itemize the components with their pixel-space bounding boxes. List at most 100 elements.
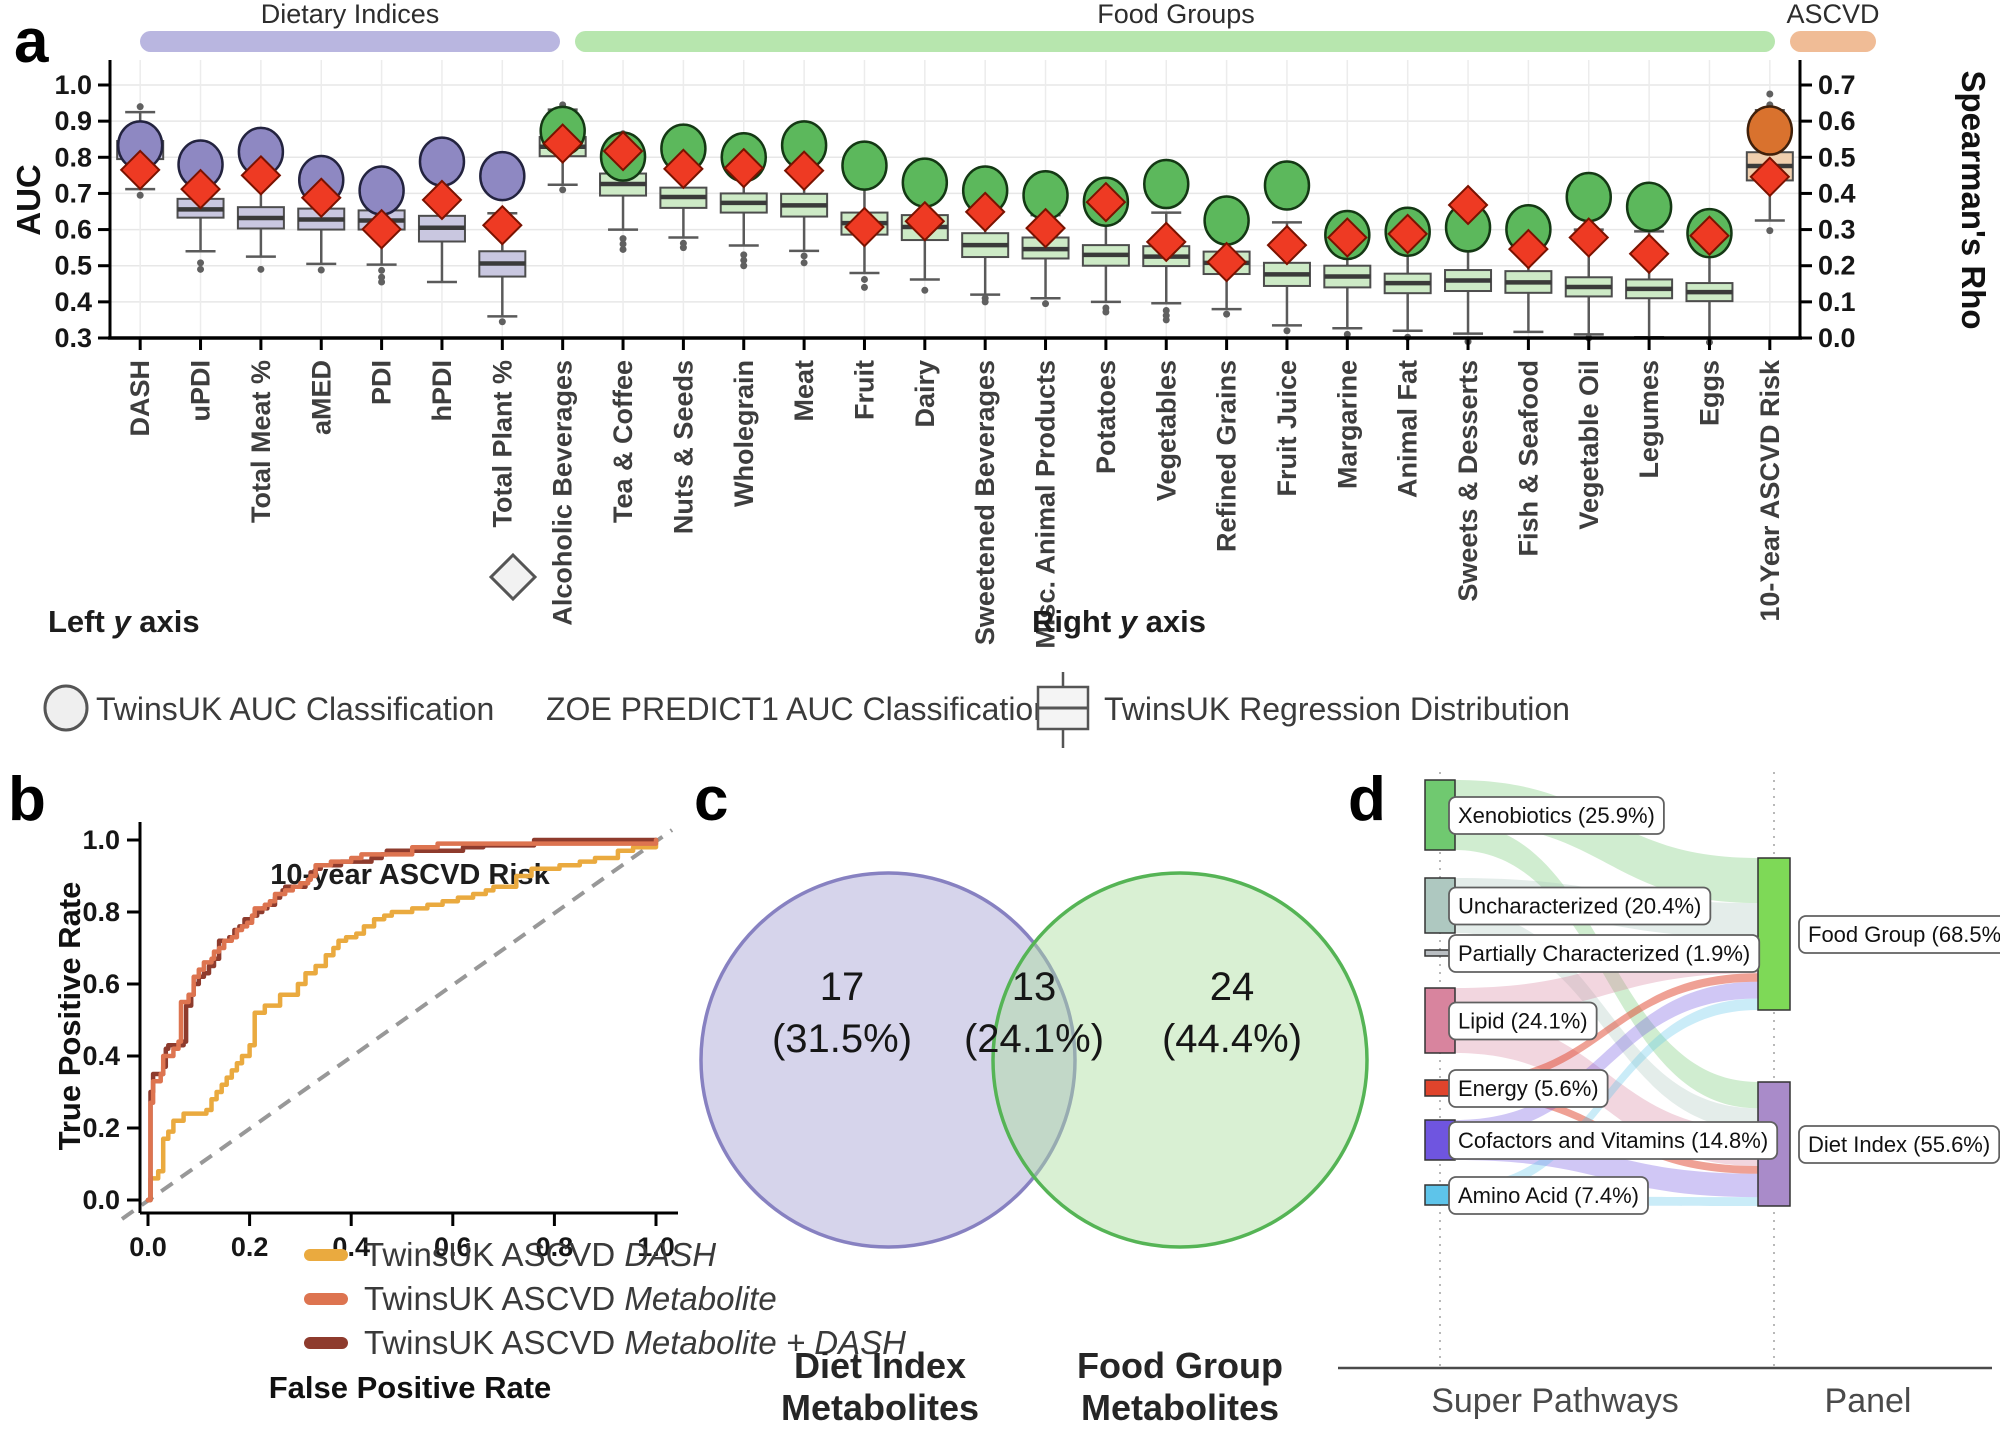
twinsuk-auc-circle xyxy=(1746,105,1794,156)
outlier-dot xyxy=(679,239,687,247)
outlier-dot xyxy=(378,273,386,281)
x-category-label: uPDI xyxy=(186,360,216,422)
sankey-node-label-box xyxy=(1798,1125,2000,1164)
boxplot-column xyxy=(659,123,708,252)
twinsuk-auc-circle xyxy=(1203,195,1250,246)
zoe-auc-diamond xyxy=(783,150,825,192)
twinsuk-auc-circle xyxy=(1625,181,1673,233)
right-axis-tick-label: 0.7 xyxy=(1818,70,1856,100)
zoe-auc-diamond xyxy=(1628,233,1670,275)
x-category-label: Vegetables xyxy=(1151,360,1181,501)
sankey-node-label: Partially Characterized (1.9%) xyxy=(1458,941,1750,966)
panel-b-y-tick-label: 0.6 xyxy=(82,969,120,999)
food-groups-band xyxy=(575,31,1775,52)
boxplot-column xyxy=(900,157,949,294)
x-category-label: Fruit Juice xyxy=(1272,360,1302,497)
boxplot-column xyxy=(1745,90,1794,235)
food-group-circle xyxy=(991,871,1369,1249)
zoe-auc-diamond xyxy=(1749,156,1791,198)
group-bands: Dietary Indices Food Groups ASCVD xyxy=(140,0,1880,52)
x-category-label: hPDI xyxy=(427,360,457,422)
panel-b-x-tick-label: 0.2 xyxy=(231,1232,269,1262)
x-category-label: Eggs xyxy=(1694,360,1724,426)
sankey-node-label: Uncharacterized (20.4%) xyxy=(1458,894,1701,919)
venn-left-label-line1: Diet Index xyxy=(794,1345,966,1386)
zoe-auc-diamond xyxy=(119,149,161,191)
twinsuk-auc-circle xyxy=(418,136,466,187)
left-axis-tick-label: 0.3 xyxy=(54,323,92,353)
outlier-dot xyxy=(860,275,868,283)
zoe-auc-diamond xyxy=(1568,217,1610,258)
x-category-label: Misc. Animal Products xyxy=(1031,360,1061,649)
sankey-flow xyxy=(1455,973,1758,1088)
left-axis-tick-label: 0.5 xyxy=(54,251,92,281)
sankey-node-label-box xyxy=(1798,915,2000,954)
outlier-dot xyxy=(619,235,627,243)
zoe-auc-diamond xyxy=(1206,241,1248,283)
boxplot-column xyxy=(840,140,889,291)
panel-b-y-tick-label: 0.4 xyxy=(82,1041,120,1071)
sankey-node-label-box xyxy=(1448,934,1761,973)
twinsuk-auc-circle xyxy=(358,165,405,216)
circle-marker-icon xyxy=(43,684,89,732)
x-category-label: Total Meat % xyxy=(246,360,276,523)
diet-index-circle xyxy=(699,871,1077,1249)
dietary-indices-band-label: Dietary Indices xyxy=(261,0,440,29)
roc-dash-swatch xyxy=(304,1249,348,1261)
outlier-dot xyxy=(136,191,144,199)
x-category-label: PDI xyxy=(367,360,397,405)
x-category-label: Meat xyxy=(789,360,819,422)
outlier-dot xyxy=(1102,304,1110,312)
outlier-dot xyxy=(1162,307,1170,315)
venn-right-count: 24 xyxy=(1210,965,1255,1009)
outlier-dot xyxy=(740,251,748,259)
outlier-dot xyxy=(257,265,265,273)
outlier-dot xyxy=(800,252,808,260)
boxplot-column xyxy=(538,101,587,194)
twinsuk-auc-circle xyxy=(1565,171,1612,223)
right-axis-tick-label: 0.1 xyxy=(1818,287,1856,317)
x-category-label: Dairy xyxy=(910,360,940,428)
sankey-node-label: Amino Acid (7.4%) xyxy=(1458,1183,1639,1208)
sankey-node-label: Diet Index (55.6%) xyxy=(1808,1132,1990,1157)
left-axis-tick-label: 0.7 xyxy=(54,178,92,208)
ascvd-band-label: ASCVD xyxy=(1786,0,1879,29)
boxplot-column xyxy=(357,165,406,286)
sankey-flow xyxy=(1455,981,1758,1136)
x-category-label: Sweets & Desserts xyxy=(1453,360,1483,602)
x-category-label: Potatoes xyxy=(1091,360,1121,474)
boxplot-column xyxy=(1564,171,1613,342)
roc-metabolite-dash-label: TwinsUK ASCVD Metabolite + DASH xyxy=(364,1324,906,1361)
sankey-flow xyxy=(1455,911,1758,1130)
outlier-dot xyxy=(136,103,144,111)
outlier-dot xyxy=(981,294,989,302)
sankey-left-node xyxy=(1424,877,1456,934)
zoe-auc-diamond xyxy=(1689,215,1730,257)
sankey-node-label-box xyxy=(1448,796,1665,835)
zoe-auc-diamond xyxy=(662,148,704,190)
outlier-dot xyxy=(1042,300,1050,308)
sankey-node-label: Energy (5.6%) xyxy=(1458,1076,1599,1101)
panel-b-y-tick-label: 0.8 xyxy=(82,897,120,927)
outlier-dot xyxy=(197,259,205,267)
roc-curve xyxy=(145,837,659,1203)
x-category-label: Sweetened Beverages xyxy=(970,360,1000,645)
boxplot-column xyxy=(719,132,768,270)
panel-b-x-tick-label: 0.0 xyxy=(129,1232,167,1262)
legend-circle-label: TwinsUK AUC Classification xyxy=(96,691,494,727)
left-axis-tick-label: 0.6 xyxy=(54,215,92,245)
x-category-label: Legumes xyxy=(1634,360,1664,479)
boxplot-column xyxy=(961,165,1010,306)
x-category-label: aMED xyxy=(306,360,336,435)
left-axis-tick-label: 1.0 xyxy=(54,70,92,100)
right-y-axis-label: Spearman's Rho xyxy=(1955,70,1992,329)
sankey-node-label: Food Group (68.5%) xyxy=(1808,922,2000,947)
x-category-label: Vegetable Oil xyxy=(1574,360,1604,530)
outlier-dot xyxy=(619,240,627,248)
zoe-auc-diamond xyxy=(421,179,463,221)
panel-b-letter: b xyxy=(8,765,46,834)
outlier-dot xyxy=(197,265,205,273)
venn-right-label-line2: Metabolites xyxy=(1081,1387,1279,1428)
panel-b-x-tick-label: 0.6 xyxy=(434,1232,472,1262)
